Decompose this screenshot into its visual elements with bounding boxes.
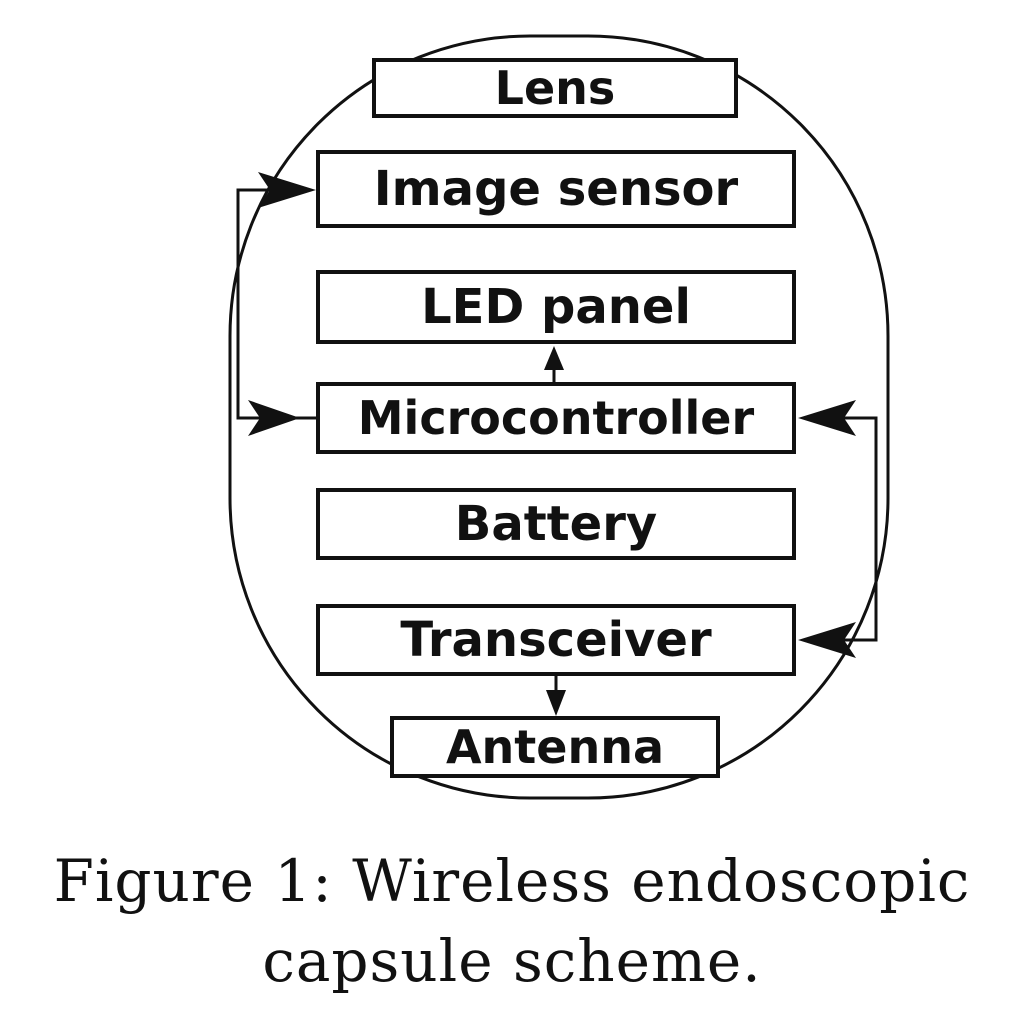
- arrow-left-loop-to-image-sensor: [236, 172, 316, 420]
- block-led-panel: LED panel: [316, 270, 796, 344]
- block-battery-label: Battery: [455, 496, 657, 552]
- block-antenna-label: Antenna: [446, 720, 664, 774]
- capsule-outline: [228, 34, 890, 800]
- arrow-microcontroller-to-led: [544, 346, 564, 384]
- figure-caption-line-1: Figure 1: Wireless endoscopic: [53, 847, 971, 915]
- block-microcontroller-label: Microcontroller: [358, 391, 755, 445]
- block-transceiver-label: Transceiver: [400, 612, 712, 668]
- block-lens-label: Lens: [495, 61, 616, 115]
- block-microcontroller: Microcontroller: [316, 382, 796, 454]
- arrow-left-into-microcontroller: [248, 400, 316, 436]
- block-transceiver: Transceiver: [316, 604, 796, 676]
- block-image-sensor: Image sensor: [316, 150, 796, 228]
- block-lens: Lens: [372, 58, 738, 118]
- block-led-panel-label: LED panel: [421, 279, 691, 335]
- block-antenna: Antenna: [390, 716, 720, 778]
- figure-caption-line-2: capsule scheme.: [262, 927, 762, 995]
- block-battery: Battery: [316, 488, 796, 560]
- arrow-right-loop: [798, 400, 878, 658]
- arrow-transceiver-to-antenna: [546, 674, 566, 716]
- capsule-diagram: Lens Image sensor LED panel Microcontrol…: [228, 34, 890, 800]
- block-image-sensor-label: Image sensor: [374, 161, 739, 217]
